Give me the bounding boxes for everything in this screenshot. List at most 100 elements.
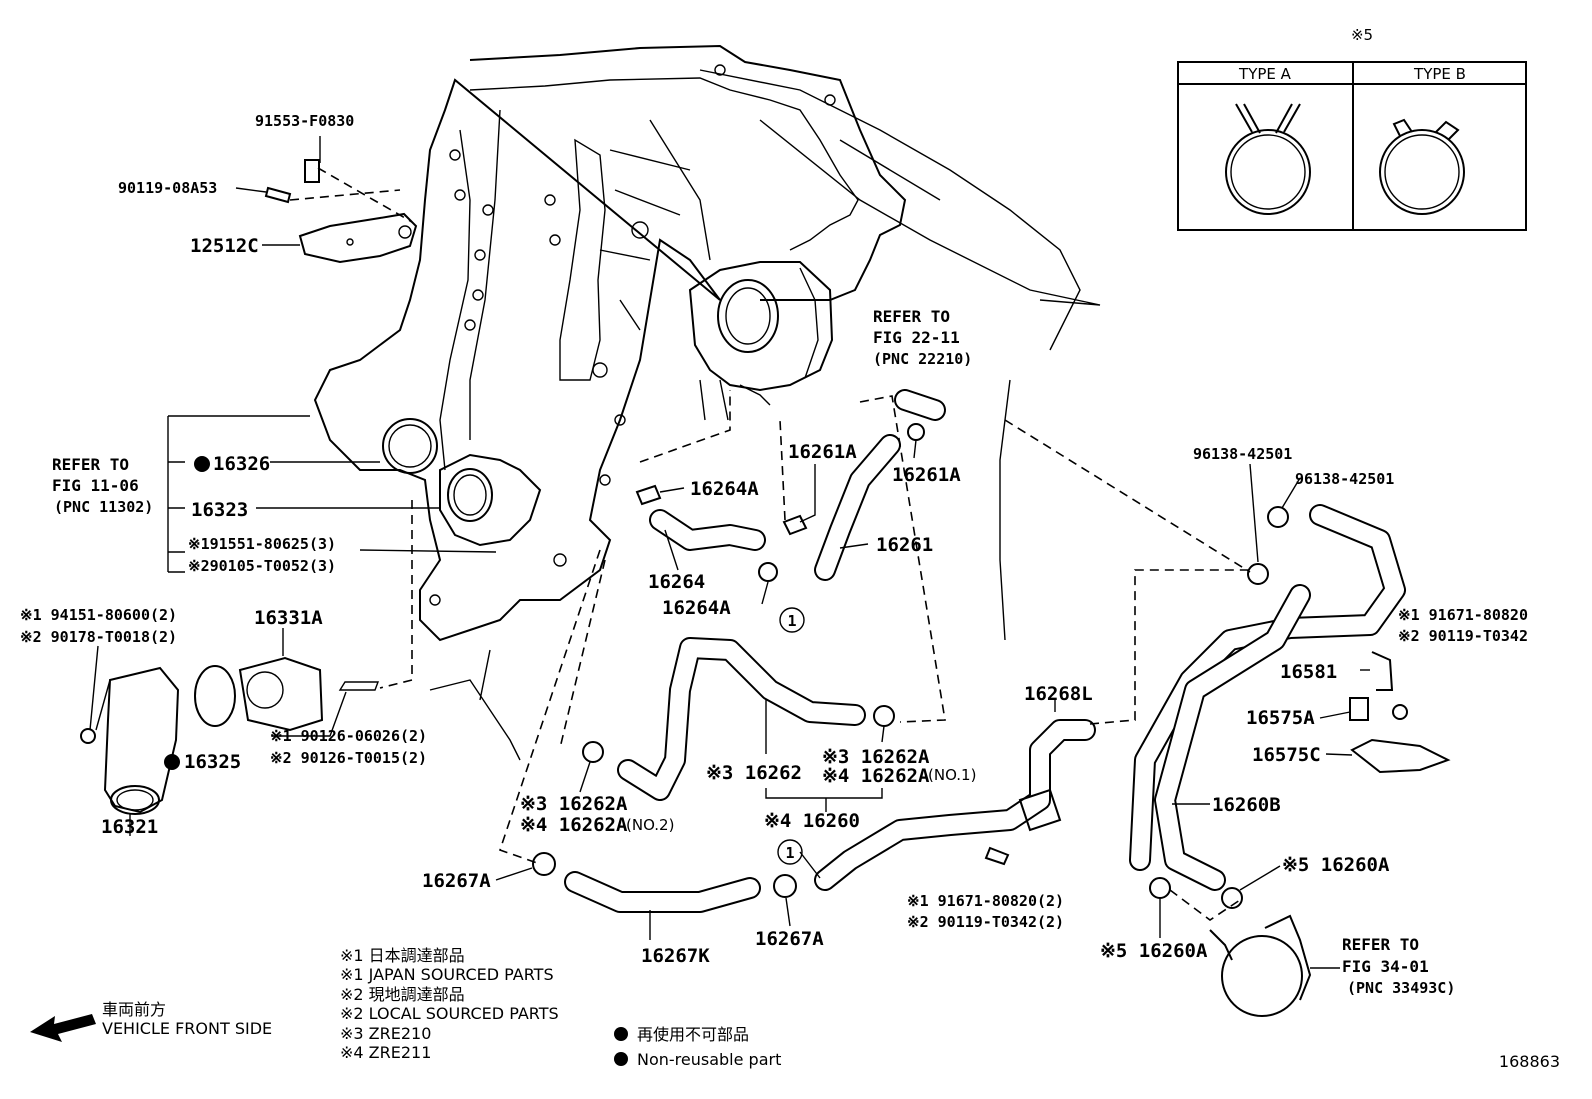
part-label-16262a-no2-suffix: (NO.2) [626, 816, 674, 834]
bracket-12512c-illustration [264, 159, 418, 264]
svg-text:(PNC 22210): (PNC 22210) [873, 350, 972, 368]
legend-line-6: ※4 ZRE211 [340, 1043, 431, 1062]
part-label-90126-t0015: ※2 90126-T0015(2) [270, 749, 427, 767]
non-reusable-dot-16325 [164, 754, 180, 770]
legend-line-2: ※1 JAPAN SOURCED PARTS [340, 965, 554, 984]
leader-lines [89, 136, 1370, 969]
part-label-91551-80625: ※191551-80625(3) [188, 535, 336, 553]
water-outlet-illustration [80, 656, 380, 815]
legend-line-1: ※1 日本調達部品 [340, 946, 465, 965]
non-reusable-legend-dot-1 [614, 1027, 628, 1041]
part-label-16267k: 16267K [641, 945, 710, 967]
part-label-16261: 16261 [876, 534, 933, 556]
type-box-note: ※5 [1351, 26, 1373, 44]
part-label-16581: 16581 [1280, 661, 1337, 683]
part-label-16260b: 16260B [1212, 794, 1281, 816]
part-label-96138-42501-right: 96138-42501 [1295, 470, 1394, 488]
ref-timing-cover: REFER TO FIG 11-06 (PNC 11302) [52, 455, 153, 516]
legend-line-5: ※3 ZRE210 [340, 1024, 431, 1043]
hose-16268l [814, 719, 1096, 891]
legend-non-reusable-jp: 再使用不可部品 [637, 1025, 749, 1044]
hose-16267k [564, 871, 761, 913]
svg-text:1: 1 [787, 612, 796, 630]
part-labels: 91553-F0830 90119-08A53 12512C 16326 163… [20, 112, 1528, 967]
part-label-16264: 16264 [648, 571, 705, 593]
part-label-91671-80820-right: ※1 91671-80820 [1398, 606, 1528, 624]
type-a-label: TYPE A [1238, 65, 1292, 83]
svg-text:1: 1 [785, 844, 794, 862]
part-label-90119-t0342-center: ※2 90119-T0342(2) [907, 913, 1064, 931]
throttle-body-illustration [688, 261, 834, 421]
svg-text:REFER TO: REFER TO [1342, 935, 1419, 954]
ref-oil-cooler: REFER TO FIG 34-01 (PNC 33493C) [1342, 935, 1455, 997]
part-label-16267a-left: 16267A [422, 870, 491, 892]
svg-text:FIG 22-11: FIG 22-11 [873, 328, 960, 347]
svg-text:(PNC 33493C): (PNC 33493C) [1347, 979, 1455, 997]
svg-text:FIG 11-06: FIG 11-06 [52, 476, 139, 495]
svg-text:(PNC 11302): (PNC 11302) [54, 498, 153, 516]
figure-id: 168863 [1499, 1052, 1560, 1071]
vehicle-front-jp: 車両前方 [102, 1000, 166, 1019]
part-label-16321: 16321 [101, 816, 158, 838]
part-label-90105-t0052: ※290105-T0052(3) [188, 557, 336, 575]
hose-16260b [1129, 504, 1406, 891]
part-label-16260a-bottom: ※5 16260A [1100, 940, 1208, 962]
svg-text:REFER TO: REFER TO [873, 307, 950, 326]
legend: ※1 日本調達部品 ※1 JAPAN SOURCED PARTS ※2 現地調達… [340, 946, 781, 1069]
part-label-16262a-no2-zre211: ※4 16262A [520, 814, 628, 836]
part-label-16260a-right: ※5 16260A [1282, 854, 1390, 876]
vehicle-front-indicator: 車両前方 VEHICLE FRONT SIDE [30, 1000, 272, 1042]
svg-text:FIG 34-01: FIG 34-01 [1342, 957, 1429, 976]
legend-line-4: ※2 LOCAL SOURCED PARTS [340, 1004, 559, 1023]
part-label-16264a-top: 16264A [690, 478, 759, 500]
hose-brackets-illustration [984, 651, 1451, 866]
type-b-label: TYPE B [1413, 65, 1466, 83]
part-label-91671-80820-center: ※1 91671-80820(2) [907, 892, 1064, 910]
hose-16264 [649, 509, 766, 551]
part-label-90119-08a53: 90119-08A53 [118, 179, 217, 197]
part-label-16260: ※4 16260 [764, 810, 860, 832]
part-label-16267a-right: 16267A [755, 928, 824, 950]
part-label-16262a-no2-zre210: ※3 16262A [520, 793, 628, 815]
part-label-16268l: 16268L [1024, 683, 1093, 705]
non-reusable-dot-16326 [194, 456, 210, 472]
part-label-16575c: 16575C [1252, 744, 1321, 766]
part-label-16262a-no1-suffix: (NO.1) [928, 766, 976, 784]
svg-text:REFER TO: REFER TO [52, 455, 129, 474]
part-label-94151-80600: ※1 94151-80600(2) [20, 606, 177, 624]
part-label-96138-42501-left: 96138-42501 [1193, 445, 1292, 463]
vehicle-front-en: VEHICLE FRONT SIDE [102, 1019, 272, 1038]
part-label-16326: 16326 [213, 453, 270, 475]
timing-cover-illustration [313, 44, 1101, 761]
clamp-type-a-icon [1225, 103, 1311, 215]
legend-non-reusable-en: Non-reusable part [637, 1050, 781, 1069]
hose-16262 [617, 637, 866, 801]
part-label-16264a-bottom: 16264A [662, 597, 731, 619]
dashed-guides [289, 167, 1251, 921]
part-label-16262: ※3 16262 [706, 762, 802, 784]
oil-cooler-illustration [1209, 914, 1312, 1017]
part-label-91553-f0830: 91553-F0830 [255, 112, 354, 130]
hose-16261 [814, 389, 946, 581]
part-label-16262a-no1-zre211: ※4 16262A [822, 765, 930, 787]
part-label-90119-t0342-right: ※2 90119-T0342 [1398, 627, 1528, 645]
part-label-16261a-right: 16261A [892, 464, 961, 486]
part-label-12512c: 12512C [190, 235, 259, 257]
part-label-16331a: 16331A [254, 607, 323, 629]
part-label-16325: 16325 [184, 751, 241, 773]
part-label-16261a-left: 16261A [788, 441, 857, 463]
clamp-type-box: ※5 TYPE A TYPE B [1177, 26, 1527, 231]
callout-circle-1-bottom: 1 [777, 839, 803, 865]
callout-circle-1-top: 1 [779, 607, 805, 633]
part-label-16323: 16323 [191, 499, 248, 521]
clamp-type-b-icon [1379, 118, 1465, 215]
part-label-90178-t0018: ※2 90178-T0018(2) [20, 628, 177, 646]
ref-throttle: REFER TO FIG 22-11 (PNC 22210) [873, 307, 972, 368]
part-label-90126-06026: ※1 90126-06026(2) [270, 727, 427, 745]
part-label-16575a: 16575A [1246, 707, 1315, 729]
non-reusable-legend-dot-2 [614, 1052, 628, 1066]
legend-line-3: ※2 現地調達部品 [340, 985, 465, 1004]
arrow-left-icon [30, 1014, 96, 1042]
